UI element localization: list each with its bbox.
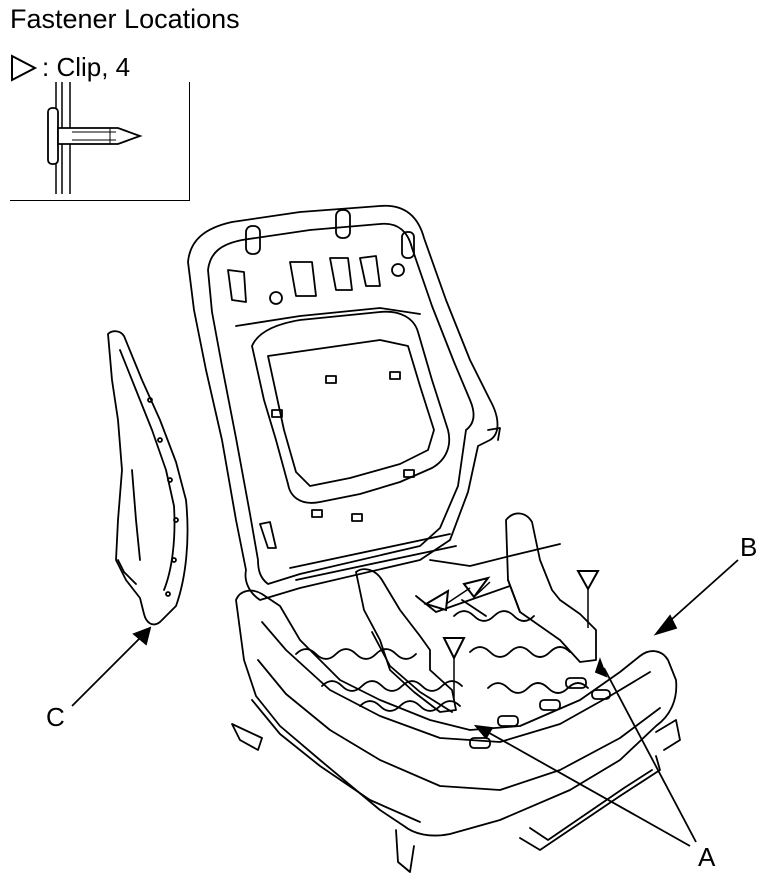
clip-markers xyxy=(423,570,600,661)
diagram-title: Fastener Locations xyxy=(10,4,240,34)
callout-b: B xyxy=(740,532,758,562)
callout-c: C xyxy=(46,702,65,732)
leader-lines xyxy=(71,559,739,847)
clip-marker-2 xyxy=(462,576,491,599)
side-shield xyxy=(107,330,189,626)
arrowhead-b xyxy=(653,614,678,636)
arrowhead-a-1 xyxy=(594,657,608,678)
leader-a-2 xyxy=(483,729,691,847)
triangle-marker-icon xyxy=(11,53,38,82)
arrowhead-c xyxy=(132,626,152,646)
clip-marker-4 xyxy=(442,637,466,661)
clip-legend: : Clip, 4 xyxy=(10,52,130,83)
clip-detail-box xyxy=(10,82,190,201)
arrowhead-a-2 xyxy=(473,724,494,740)
seat-cushion xyxy=(231,512,681,873)
leader-b xyxy=(661,559,739,629)
clip-marker-3 xyxy=(423,589,450,612)
seat-back xyxy=(187,204,501,601)
clip-icon xyxy=(47,82,143,194)
clip-marker-1 xyxy=(576,570,600,592)
leader-c xyxy=(71,635,143,707)
callout-a: A xyxy=(698,842,716,872)
clip-legend-text: : Clip, 4 xyxy=(42,52,131,82)
leader-a-1 xyxy=(603,667,697,843)
